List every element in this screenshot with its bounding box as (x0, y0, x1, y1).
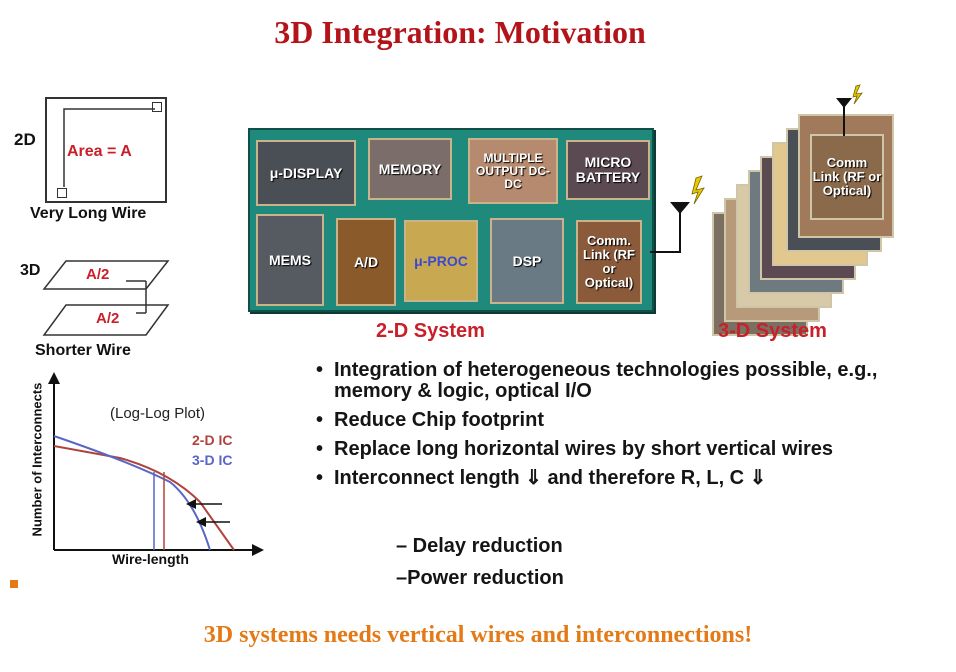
layer-label-bottom: A/2 (96, 310, 120, 327)
bullet-text: Integration of heterogeneous technologie… (334, 359, 878, 402)
chip-comm-link-3d: Comm Link (RF or Optical) (810, 134, 884, 220)
bullet-dot: • (316, 409, 324, 431)
slide-marker (10, 580, 18, 588)
chip-ad: A/D (336, 218, 396, 306)
stacked-layers (42, 260, 170, 336)
bullet-dot: • (316, 359, 324, 381)
chip-memory: MEMORY (368, 138, 452, 200)
chip-dsp: DSP (490, 218, 564, 304)
caption-shorter-wire: Shorter Wire (35, 342, 131, 359)
bullet-item: • Integration of heterogeneous technologi… (312, 360, 912, 402)
plot-ylabel: Number of Interconnects (29, 382, 45, 537)
chip-battery: MICRO BATTERY (566, 140, 650, 200)
plot-xlabel: Wire-length (112, 551, 189, 567)
slide-title: 3D Integration: Motivation (274, 14, 646, 50)
corner-pad (57, 188, 67, 198)
chip-uproc: μ-PROC (404, 220, 478, 302)
layer-label-top: A/2 (86, 266, 110, 283)
sub-bullet-delay: – Delay reduction (396, 535, 563, 557)
bullet-item: • Reduce Chip footprint (312, 410, 912, 431)
bullet-item: • Replace long horizontal wires by short … (312, 439, 912, 460)
system-3d-stack: Comm Link (RF or Optical) (712, 84, 902, 336)
plot-title: (Log-Log Plot) (110, 405, 206, 422)
antenna-2d-icon (650, 175, 705, 253)
bullet-text: Reduce Chip footprint (334, 409, 544, 431)
antenna-3d-icon (836, 84, 863, 136)
bullet-item: • Interconnect length ⇓ and therefore R, … (312, 468, 912, 489)
loglog-plot (48, 372, 264, 556)
corner-pad (152, 102, 162, 112)
caption-3d-system: 3-D System (718, 320, 827, 342)
chip-display: μ-DISPLAY (256, 140, 356, 206)
area-label: Area = A (67, 143, 132, 160)
chip-comm-link: Comm. Link (RF or Optical) (576, 220, 642, 304)
caption-2d-system: 2-D System (376, 320, 485, 342)
caption-very-long-wire: Very Long Wire (30, 205, 147, 222)
footer-statement: 3D systems needs vertical wires and inte… (203, 622, 753, 648)
label-3d: 3D (20, 262, 41, 279)
chip-dcdc: MULTIPLE OUTPUT DC-DC (468, 138, 558, 204)
bullet-dot: • (316, 467, 324, 489)
chip-mems: MEMS (256, 214, 324, 306)
legend-3d-ic: 3-D IC (192, 452, 233, 468)
bullet-list: • Integration of heterogeneous technologi… (312, 360, 912, 497)
system-2d-board: μ-DISPLAY MEMORY MULTIPLE OUTPUT DC-DC M… (248, 128, 654, 312)
label-2d: 2D (14, 130, 36, 149)
area-2d-box: Area = A (45, 97, 167, 203)
sub-bullet-power: –Power reduction (396, 567, 564, 589)
bullet-dot: • (316, 438, 324, 460)
bullet-text: Interconnect length ⇓ and therefore R, L… (334, 467, 767, 489)
long-wire (63, 108, 155, 187)
bullet-text: Replace long horizontal wires by short v… (334, 438, 834, 460)
legend-2d-ic: 2-D IC (192, 432, 233, 448)
